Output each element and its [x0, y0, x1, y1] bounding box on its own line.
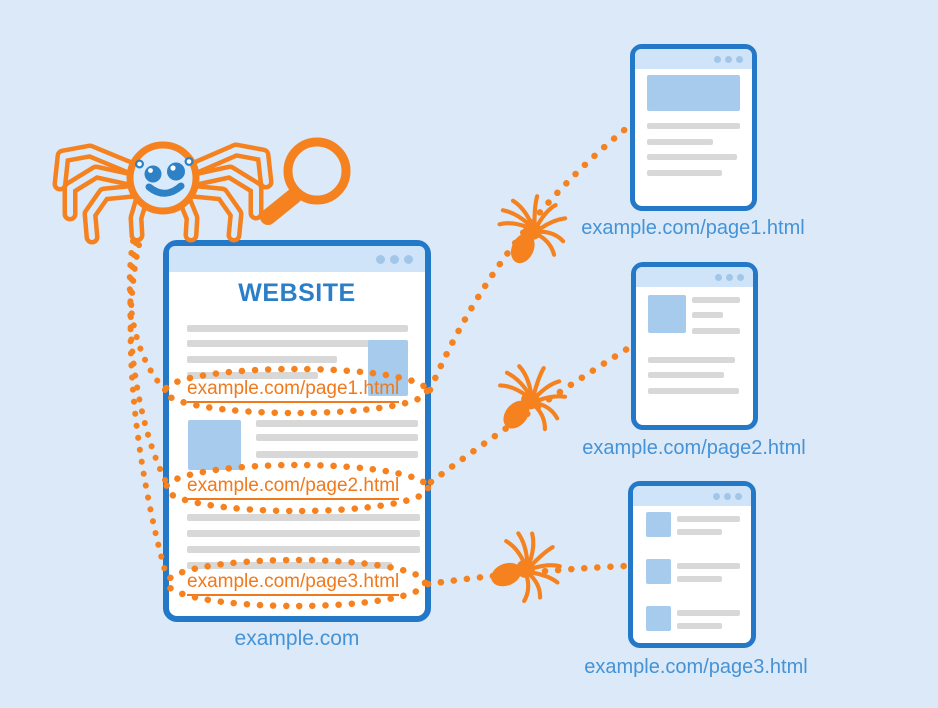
page3-link[interactable]: example.com/page3.html: [187, 571, 400, 596]
banner-placeholder: [647, 75, 740, 111]
text-line-placeholder: [647, 139, 713, 145]
window-titlebar: [635, 49, 752, 69]
text-line-placeholder: [647, 123, 740, 129]
text-line-placeholder: [647, 170, 722, 176]
text-line-placeholder: [677, 563, 740, 569]
text-line-placeholder: [648, 372, 724, 378]
page2-label: example.com/page2.html: [582, 437, 806, 459]
main-website-window: WEBSITE example.com/page1.html example.c…: [163, 240, 431, 622]
text-line-placeholder: [692, 312, 723, 318]
text-line-placeholder: [647, 154, 737, 160]
text-line-placeholder: [648, 388, 739, 394]
text-line-placeholder: [256, 434, 418, 441]
text-line-placeholder: [256, 420, 418, 427]
main-window-caption: example.com: [234, 627, 360, 650]
text-line-placeholder: [187, 546, 420, 553]
text-line-placeholder: [677, 516, 740, 522]
spider-icon: [481, 181, 580, 280]
text-line-placeholder: [677, 610, 740, 616]
window-titlebar: [636, 267, 753, 287]
page1-label: example.com/page1.html: [581, 217, 805, 239]
text-line-placeholder: [256, 451, 418, 458]
spider-icon: [485, 531, 562, 604]
text-line-placeholder: [648, 357, 735, 363]
thumbnail-placeholder: [646, 606, 671, 631]
page3-label: example.com/page3.html: [584, 656, 808, 678]
three-dots-icon: [713, 492, 742, 500]
text-line-placeholder: [677, 623, 722, 629]
image-placeholder: [648, 295, 686, 333]
text-line-placeholder: [187, 356, 337, 363]
page1-link[interactable]: example.com/page1.html: [187, 378, 400, 403]
three-dots-icon: [715, 273, 744, 281]
spider-icon: [479, 351, 576, 447]
window-titlebar: [169, 246, 425, 272]
page2-link[interactable]: example.com/page2.html: [187, 475, 400, 500]
spider-icon: [52, 141, 274, 245]
three-dots-icon: [376, 254, 413, 264]
text-line-placeholder: [187, 562, 392, 569]
page1-window: [630, 44, 757, 211]
text-line-placeholder: [187, 340, 372, 347]
text-line-placeholder: [692, 297, 740, 303]
crawl-trail-paths: [126, 238, 170, 581]
text-line-placeholder: [692, 328, 740, 334]
page2-window: [631, 262, 758, 430]
page-title: WEBSITE: [238, 279, 356, 307]
text-line-placeholder: [187, 530, 420, 537]
magnifying-glass-icon: [260, 137, 351, 225]
three-dots-icon: [714, 55, 743, 63]
window-titlebar: [633, 486, 751, 506]
text-line-placeholder: [677, 529, 722, 535]
link-to-page-paths: [424, 123, 632, 588]
text-line-placeholder: [187, 325, 408, 332]
page3-window: [628, 481, 756, 648]
thumbnail-placeholder: [646, 559, 671, 584]
image-placeholder: [188, 420, 241, 470]
text-line-placeholder: [677, 576, 722, 582]
thumbnail-placeholder: [646, 512, 671, 537]
text-line-placeholder: [187, 514, 420, 521]
